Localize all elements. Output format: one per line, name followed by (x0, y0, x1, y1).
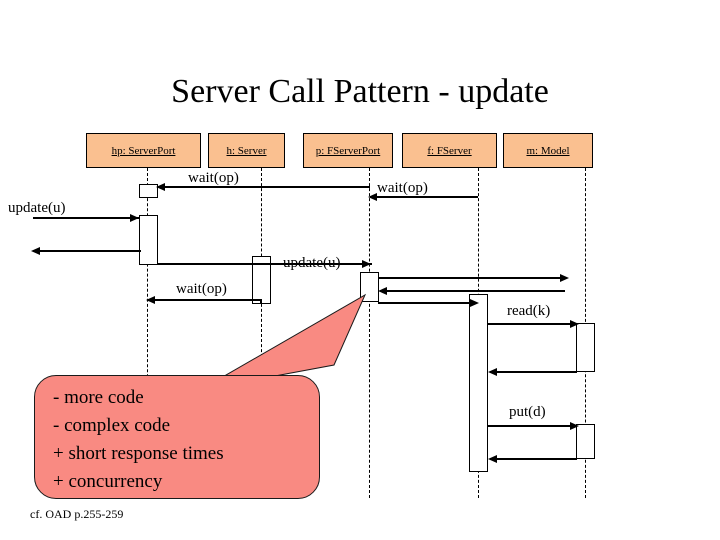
page-title: Server Call Pattern - update (171, 73, 549, 110)
lifeline-hp-serverport (147, 168, 148, 498)
message-line-hp-to-h (157, 263, 372, 265)
lifeline-head-m-model[interactable]: m: Model (503, 133, 593, 168)
activation-hp-wait (139, 184, 158, 198)
lifeline-label: p: FServerPort (315, 144, 381, 157)
arrowhead-update-u-2 (560, 274, 569, 282)
message-line-put-d (488, 425, 576, 427)
arrowhead-put-d (570, 422, 579, 430)
message-line-update-u-2 (378, 277, 564, 279)
activation-m-model-put (576, 424, 595, 459)
message-label-wait-op-3: wait(op) (176, 281, 227, 298)
lifeline-h-server (261, 168, 262, 498)
footer-reference: cf. OAD p.255-259 (30, 507, 124, 521)
message-label-put-d: put(d) (509, 404, 546, 420)
arrowhead-read-k (570, 320, 579, 328)
message-line-wait-op-to-fserver (370, 196, 478, 198)
lifeline-head-f-fserver[interactable]: f: FServer (402, 133, 497, 168)
arrowhead-return-put-d (488, 455, 497, 463)
lifeline-head-hp-serverport[interactable]: hp: ServerPort (86, 133, 201, 168)
lifeline-label: f: FServer (427, 144, 472, 157)
message-vline-wait-op-3 (260, 299, 262, 304)
message-label-update-u-1: update(u) (8, 200, 66, 216)
callout-line-2: - complex code (53, 415, 171, 436)
message-line-update-u-in (33, 217, 139, 219)
lifeline-label: hp: ServerPort (111, 144, 176, 157)
message-label-read-k: read(k) (507, 303, 551, 319)
message-line-p-to-f (378, 302, 474, 304)
arrowhead-p-to-f (470, 299, 479, 307)
callout-line-3: + short response times (53, 443, 224, 464)
message-line-return-from-hp (33, 250, 141, 252)
message-line-return-read-k (490, 371, 577, 373)
arrowhead-return-read-k (488, 368, 497, 376)
message-label-wait-op-1: wait(op) (188, 170, 239, 186)
arrowhead-update-u-in (130, 214, 139, 222)
callout-line-1: - more code (53, 387, 144, 408)
message-line-return-put-d (490, 458, 577, 460)
activation-f-fserver (469, 294, 488, 472)
lifeline-head-p-fserverport[interactable]: p: FServerPort (303, 133, 393, 168)
arrowhead-wait-op-to-hp (156, 183, 165, 191)
arrowhead-hp-to-h (362, 260, 371, 268)
message-line-wait-op-3 (148, 299, 261, 301)
callout-balloon: - more code - complex code + short respo… (34, 375, 320, 499)
lifeline-label: h: Server (226, 144, 267, 157)
message-line-return-p-to-h (380, 290, 565, 292)
lifeline-label: m: Model (526, 144, 570, 157)
message-label-update-u-2: update(u) (283, 255, 341, 271)
message-line-wait-op-to-hp (158, 186, 370, 188)
arrowhead-wait-op-to-fserver (368, 193, 377, 201)
message-label-wait-op-2: wait(op) (377, 180, 428, 196)
activation-hp-update (139, 215, 158, 265)
activation-m-model-read (576, 323, 595, 372)
callout-line-4: + concurrency (53, 471, 163, 492)
arrowhead-return-from-hp (31, 247, 40, 255)
lifeline-p-fserverport (369, 168, 370, 498)
lifeline-head-h-server[interactable]: h: Server (208, 133, 285, 168)
message-line-read-k (488, 323, 576, 325)
arrowhead-return-p-to-h (378, 287, 387, 295)
arrowhead-wait-op-3 (146, 296, 155, 304)
